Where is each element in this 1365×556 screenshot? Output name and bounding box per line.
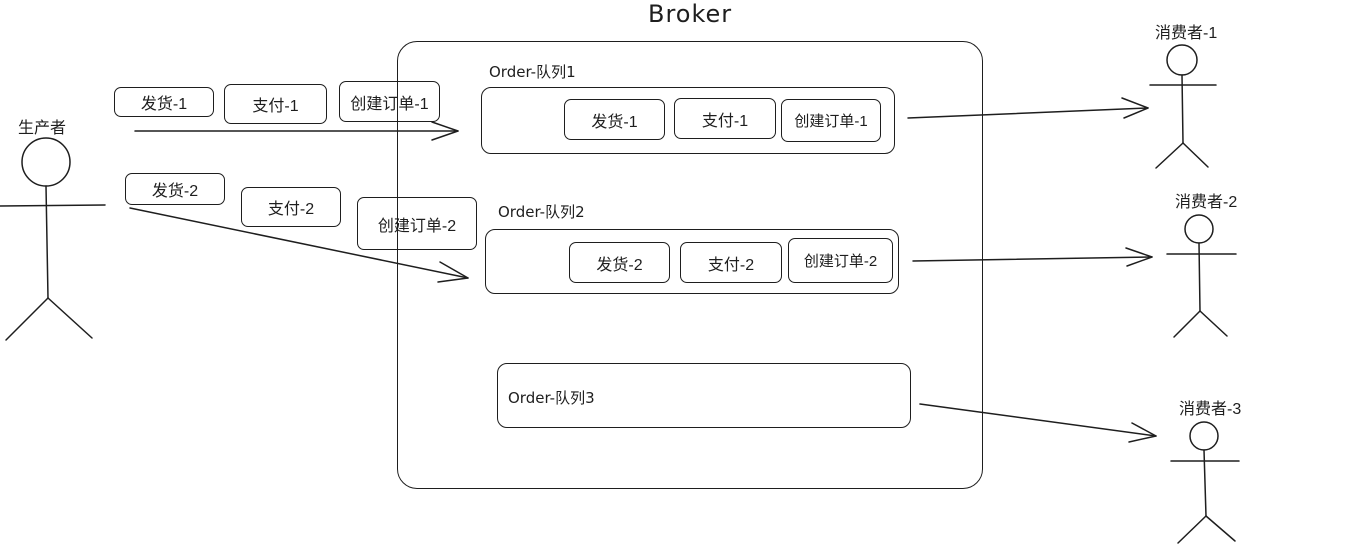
queue-2-label: Order-队列2 — [498, 203, 585, 221]
consumer-1-figure-icon — [1149, 44, 1217, 169]
queue-1-label: Order-队列1 — [489, 63, 576, 81]
queue-2-message-create-order: 创建订单-2 — [788, 238, 893, 283]
queue-3 — [497, 363, 911, 428]
incoming-message-ship-1: 发货-1 — [114, 87, 214, 117]
queue-2-message-pay: 支付-2 — [680, 242, 782, 283]
queue-1-message-pay: 支付-1 — [674, 98, 776, 139]
consumer-3-label: 消费者-3 — [1179, 401, 1242, 418]
queue-2 — [485, 229, 899, 294]
arrow-queue-2-to-consumer-2-icon — [912, 247, 1153, 267]
queue-1 — [481, 87, 895, 154]
arrow-producer-to-queue-2-icon — [129, 207, 469, 283]
consumer-3-figure-icon — [1170, 421, 1240, 544]
consumer-1-label: 消费者-1 — [1155, 25, 1218, 42]
queue-3-label: Order-队列3 — [508, 389, 595, 407]
queue-1-message-create-order: 创建订单-1 — [781, 99, 881, 142]
broker-container — [397, 41, 983, 489]
arrow-queue-3-to-consumer-3-icon — [919, 403, 1157, 443]
queue-1-message-ship: 发货-1 — [564, 99, 665, 140]
incoming-message-ship-2: 发货-2 — [125, 173, 225, 205]
broker-title: Broker — [648, 0, 733, 28]
incoming-message-create-order-1: 创建订单-1 — [339, 81, 440, 122]
incoming-message-pay-1: 支付-1 — [224, 84, 327, 124]
consumer-2-label: 消费者-2 — [1175, 194, 1238, 211]
arrow-queue-1-to-consumer-1-icon — [907, 97, 1149, 119]
queue-2-message-ship: 发货-2 — [569, 242, 670, 283]
arrow-producer-to-queue-1-icon — [134, 121, 459, 141]
incoming-message-pay-2: 支付-2 — [241, 187, 341, 227]
producer-figure-icon — [0, 137, 106, 341]
consumer-2-figure-icon — [1166, 214, 1237, 338]
producer-label: 生产者 — [18, 120, 67, 137]
incoming-message-create-order-2: 创建订单-2 — [357, 197, 477, 250]
